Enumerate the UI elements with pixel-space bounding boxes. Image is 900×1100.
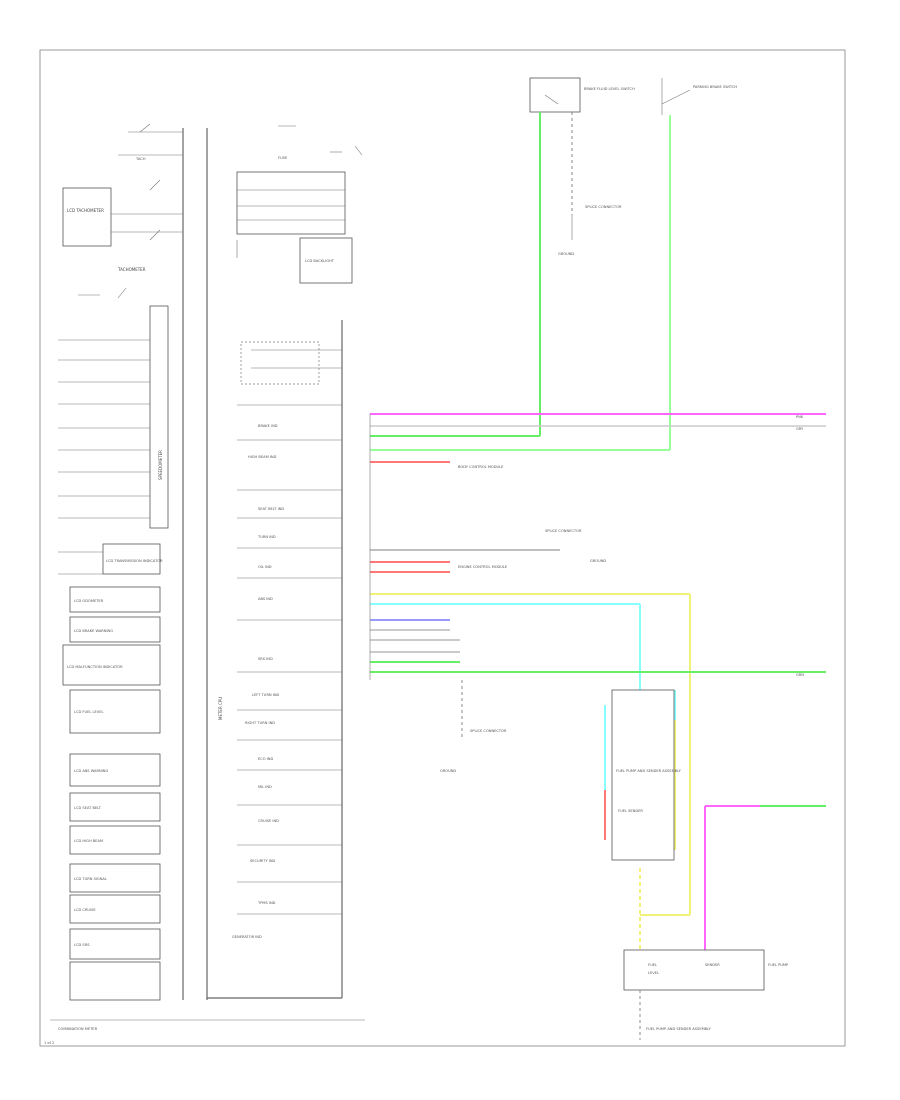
bus-pins: PNK GRY GRN BODY CONTROL MODULE SPLICE C… — [369, 414, 804, 680]
connector-1-label: SPLICE CONNECTOR — [585, 205, 622, 209]
connector-2-label: SPLICE CONNECTOR — [470, 729, 507, 733]
ground-1-label: GROUND — [558, 252, 574, 256]
mid-ind-6: ABS IND — [258, 597, 273, 601]
left-box-3: LCD BRAKE WARNING — [74, 629, 113, 633]
left-box-4: LCD MALFUNCTION INDICATOR — [67, 665, 123, 669]
mid-ind-13: SECURITY IND — [250, 859, 276, 863]
bus-right-3: GRN — [796, 673, 804, 677]
tachometer-label: TACHOMETER — [117, 267, 146, 272]
ground-2-label: GROUND — [440, 769, 456, 773]
mid-ind-8: LEFT TURN IND — [252, 693, 280, 697]
mid-ind-15: GENERATOR IND — [232, 935, 262, 939]
bottom-label-2: LEVEL — [648, 971, 659, 975]
bus-right-1: PNK — [796, 415, 804, 419]
left-box-11: LCD SRS — [74, 943, 90, 947]
diagram-frame — [39, 49, 846, 1047]
footer-left-label: COMBINATION METER — [58, 1027, 98, 1031]
switch-1-label: BRAKE FLUID LEVEL SWITCH — [584, 87, 635, 91]
mid-ind-5: OIL IND — [258, 565, 272, 569]
mid-ind-4: TURN IND — [257, 535, 276, 539]
mid-ind-12: CRUISE IND — [258, 819, 279, 823]
left-column: TACH LCD TACHOMETER TACHOMETER SPEEDOMET… — [44, 123, 365, 1045]
sub-sender-label: FUEL SENDER — [618, 809, 643, 813]
mid-ind-10: ECO IND — [258, 757, 273, 761]
left-box-10: LCD CRUISE — [74, 908, 96, 912]
bus-ref-1: BODY CONTROL MODULE — [458, 465, 504, 469]
bottom-label-4: FUEL PUMP — [768, 963, 789, 967]
lcd-tachometer-label: LCD TACHOMETER — [67, 208, 104, 213]
switch-2-label: PARKING BRAKE SWITCH — [693, 85, 737, 89]
left-box-6: LCD ABS WARNING — [74, 769, 108, 773]
backlight-label: LCD BACKLIGHT — [305, 259, 335, 263]
bus-ref-3: ENGINE CONTROL MODULE — [458, 565, 508, 569]
mid-ind-11: MIL IND — [258, 785, 272, 789]
mid-ind-2: HIGH BEAM IND — [248, 455, 277, 459]
speedometer-block — [149, 305, 169, 529]
fuel-pump-box — [611, 689, 675, 861]
mid-ind-3: SEAT BELT IND — [258, 507, 284, 511]
fuel-unit-label: FUEL PUMP AND SENDER ASSEMBLY — [616, 769, 682, 773]
mid-ind-14: TPMS IND — [257, 901, 276, 905]
top-module-box — [236, 171, 346, 235]
lcd-tachometer-box — [62, 187, 112, 247]
left-box-9: LCD TURN SIGNAL — [74, 877, 107, 881]
bus-right-2: GRY — [796, 427, 804, 431]
mid-ind-1: BRAKE IND — [258, 424, 278, 428]
corner-label: 1 of 2 — [44, 1041, 54, 1045]
fuse-label: FUSE — [278, 156, 288, 160]
top-right-switches: BRAKE FLUID LEVEL SWITCH PARKING BRAKE S… — [529, 77, 737, 256]
speedometer-label: SPEEDOMETER — [158, 450, 163, 480]
middle-column: FUSE LCD BACKLIGHT METER CPU BRAKE IND H… — [207, 125, 363, 999]
left-top-label: TACH — [135, 157, 146, 161]
left-box-2: LCD ODOMETER — [74, 599, 104, 603]
bus-ref-2: SPLICE CONNECTOR — [545, 529, 582, 533]
mid-ind-7: SRS IND — [258, 657, 273, 661]
wires — [370, 112, 826, 950]
left-box-5: LCD FUEL LEVEL — [74, 710, 104, 714]
bottom-caption: FUEL PUMP AND SENDER ASSEMBLY — [646, 1027, 712, 1031]
bus-ref-4: GROUND — [590, 559, 606, 563]
left-box-8: LCD HIGH BEAM — [74, 839, 103, 843]
bottom-assembly-box — [623, 949, 765, 991]
bottom-label-1: FUEL — [648, 963, 657, 967]
left-box-7: LCD SEAT BELT — [74, 806, 102, 810]
left-box-1: LCD TRANSMISSION INDICATOR — [106, 559, 163, 563]
fuel-assembly: FUEL PUMP AND SENDER ASSEMBLY FUEL SENDE… — [440, 680, 789, 1040]
meter-cpu-label: METER CPU — [218, 697, 223, 720]
mid-ind-9: RIGHT TURN IND — [245, 721, 275, 725]
bottom-label-3: SENDER — [705, 963, 720, 967]
